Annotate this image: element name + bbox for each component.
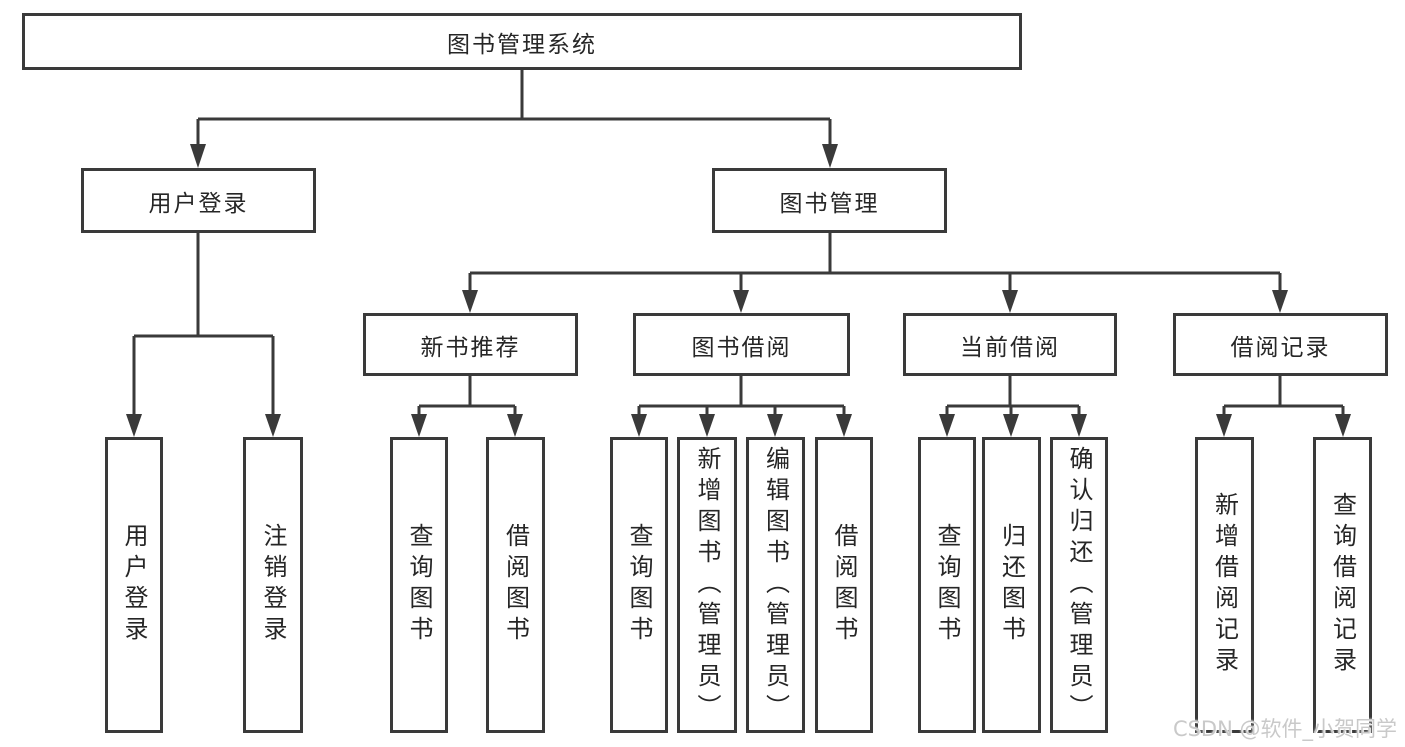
leaf-user-login: 用户登录 [105,437,163,733]
node-book-management: 图书管理 [712,168,947,233]
node-new-book-recommend-label: 新书推荐 [420,334,521,361]
node-root: 图书管理系统 [22,13,1022,70]
leaf-add-borrow-record: 新增借阅记录 [1195,437,1254,733]
leaf-query-books-2: 查询图书 [610,437,668,733]
leaf-user-login-label: 用户登录 [120,523,148,647]
node-new-book-recommend: 新书推荐 [363,313,578,376]
leaf-borrow-books-1: 借阅图书 [486,437,545,733]
leaf-borrow-books-2: 借阅图书 [815,437,873,733]
leaf-query-books-2-label: 查询图书 [625,523,653,647]
leaf-return-books: 归还图书 [982,437,1041,733]
leaf-confirm-return-admin-label: 确认归还（管理员） [1065,445,1093,725]
leaf-edit-books-admin-label: 编辑图书（管理员） [761,445,790,725]
node-root-label: 图书管理系统 [447,31,597,58]
leaf-edit-books-admin: 编辑图书（管理员） [746,437,805,733]
leaf-query-books-3: 查询图书 [918,437,976,733]
leaf-confirm-return-admin: 确认归还（管理员） [1050,437,1108,733]
leaf-query-borrow-record-label: 查询借阅记录 [1328,492,1357,678]
leaf-query-borrow-record: 查询借阅记录 [1313,437,1372,733]
leaf-add-borrow-record-label: 新增借阅记录 [1210,492,1239,678]
node-book-borrowing: 图书借阅 [633,313,850,376]
csdn-watermark: CSDN @软件_小贺同学 [1172,717,1397,741]
node-borrowing-records-label: 借阅记录 [1230,334,1331,361]
leaf-query-books-3-label: 查询图书 [933,523,961,647]
leaf-query-books-1-label: 查询图书 [405,523,433,647]
leaf-logout: 注销登录 [243,437,303,733]
node-user-login-label: 用户登录 [148,190,249,217]
node-current-borrowing: 当前借阅 [903,313,1117,376]
leaf-return-books-label: 归还图书 [997,523,1026,647]
leaf-add-books-admin: 新增图书（管理员） [677,437,737,733]
node-user-login: 用户登录 [81,168,316,233]
node-book-management-label: 图书管理 [779,190,880,217]
node-borrowing-records: 借阅记录 [1173,313,1388,376]
leaf-query-books-1: 查询图书 [390,437,448,733]
leaf-add-books-admin-label: 新增图书（管理员） [693,445,721,725]
leaf-borrow-books-2-label: 借阅图书 [830,523,858,647]
node-current-borrowing-label: 当前借阅 [960,334,1060,361]
node-book-borrowing-label: 图书借阅 [691,334,792,361]
leaf-logout-label: 注销登录 [259,523,287,647]
leaf-borrow-books-1-label: 借阅图书 [501,523,530,647]
